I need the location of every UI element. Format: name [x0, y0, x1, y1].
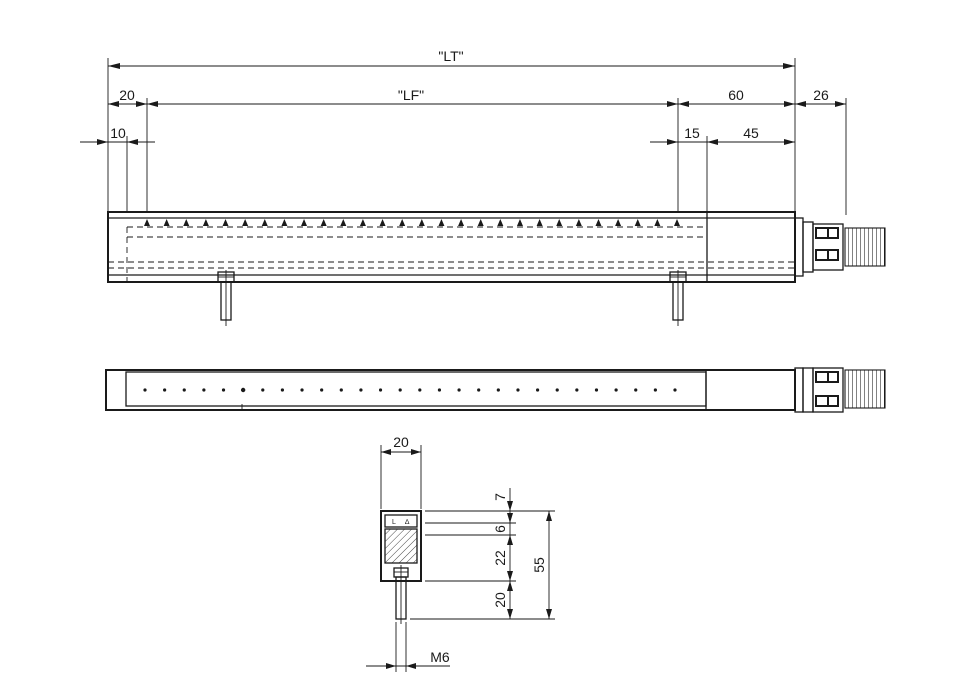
- dim-26: 26: [813, 87, 829, 103]
- emitter-hole: [339, 388, 343, 392]
- emitter-tip: [575, 219, 582, 226]
- dim-m6: M6: [430, 649, 450, 665]
- dimension-thread-m6: M6: [366, 622, 450, 672]
- emitter-tip: [202, 219, 209, 226]
- emitter-tip: [163, 219, 170, 226]
- emitter-tip: [301, 219, 308, 226]
- emitter-hole: [614, 388, 618, 392]
- emitter-tip: [477, 219, 484, 226]
- emitter-hole: [418, 388, 422, 392]
- emitter-tip: [144, 219, 150, 226]
- dim-15: 15: [684, 125, 700, 141]
- emitter-hole: [477, 388, 481, 392]
- emitter-tip: [615, 219, 622, 226]
- emitter-tip: [674, 219, 680, 226]
- emitter-hole: [182, 388, 186, 392]
- emitter-holes: [143, 387, 677, 393]
- dim-lf-label: "LF": [398, 87, 424, 103]
- dim-55: 55: [531, 557, 547, 573]
- emitter-tip: [340, 219, 347, 226]
- emitter-hole: [143, 388, 147, 392]
- dim-45: 45: [743, 125, 759, 141]
- dim-22: 22: [492, 550, 508, 566]
- emitter-tip: [497, 219, 504, 226]
- emitter-tip: [222, 219, 229, 226]
- emitter-tip: [320, 219, 327, 226]
- side-view: "LT" 20 "LF" 60 26 10: [80, 48, 886, 326]
- emitter-hole: [555, 388, 559, 392]
- bar-body-side: [107, 211, 796, 283]
- dim-6: 6: [492, 525, 508, 533]
- emitter-tip: [654, 219, 661, 226]
- emitter-tip: [183, 219, 190, 226]
- dimension-lt: "LT": [107, 48, 796, 212]
- emitter-tip: [379, 219, 386, 226]
- dimension-width-20: 20: [380, 434, 422, 509]
- emitter-hole: [457, 388, 461, 392]
- emitter-hole: [634, 388, 638, 392]
- emitter-hole: [516, 388, 520, 392]
- emitter-tip: [242, 219, 249, 226]
- emitter-tip: [399, 219, 406, 226]
- emitter-tip: [359, 219, 366, 226]
- emitter-tip: [634, 219, 641, 226]
- emitter-hole: [575, 388, 579, 392]
- cable-gland-top: [794, 367, 886, 413]
- emitter-hole: [221, 388, 226, 392]
- emitter-hole: [653, 388, 657, 392]
- dim-60: 60: [728, 87, 744, 103]
- emitter-tip: [595, 219, 602, 226]
- dim-lt-label: "LT": [438, 48, 463, 64]
- top-view: [105, 367, 886, 413]
- cross-section-view: L ∆ 20: [366, 434, 555, 672]
- dim-10: 10: [110, 125, 126, 141]
- emitter-tip: [281, 219, 288, 226]
- dimension-row-2: 20 "LF" 60 26: [108, 87, 847, 215]
- dim-20-width: 20: [393, 434, 409, 450]
- dim-20-stud: 20: [492, 592, 508, 608]
- emitter-hole: [163, 388, 167, 392]
- emitter-hole: [398, 388, 402, 392]
- emitter-hole: [202, 388, 206, 392]
- mounting-stud-right: [669, 270, 687, 326]
- bar-body-top: [105, 369, 796, 411]
- svg-text:∆: ∆: [405, 519, 410, 526]
- emitter-hole: [437, 388, 442, 392]
- cable-gland-side: [794, 217, 886, 277]
- emitter-hole: [496, 388, 500, 392]
- dimension-height-55: 55: [531, 511, 552, 619]
- mounting-stud-left: [217, 270, 235, 326]
- emitter-hole: [378, 388, 383, 392]
- emitter-hole: [359, 388, 363, 392]
- emitter-hole: [320, 388, 324, 392]
- emitter-hole: [261, 388, 265, 392]
- emitter-hole: [280, 388, 285, 392]
- dim-7: 7: [492, 493, 508, 501]
- dim-20-left: 20: [119, 87, 135, 103]
- emitter-tip: [536, 219, 543, 226]
- emitter-hole: [673, 388, 677, 392]
- emitter-tip: [458, 219, 465, 226]
- emitter-hole: [240, 387, 246, 393]
- dimension-vertical-chain: 7 6 22 20: [410, 488, 555, 620]
- emitter-hole: [300, 388, 304, 392]
- emitter-tip: [418, 219, 425, 226]
- svg-text:L: L: [392, 519, 396, 526]
- emitter-tip: [261, 219, 268, 226]
- emitter-hole: [594, 388, 599, 392]
- emitter-tip: [556, 219, 563, 226]
- emitter-points: [144, 219, 680, 226]
- dimension-row-3: 10 15 45: [80, 125, 795, 212]
- emitter-hole: [535, 388, 540, 392]
- emitter-tip: [516, 219, 523, 226]
- emitter-tip: [438, 219, 445, 226]
